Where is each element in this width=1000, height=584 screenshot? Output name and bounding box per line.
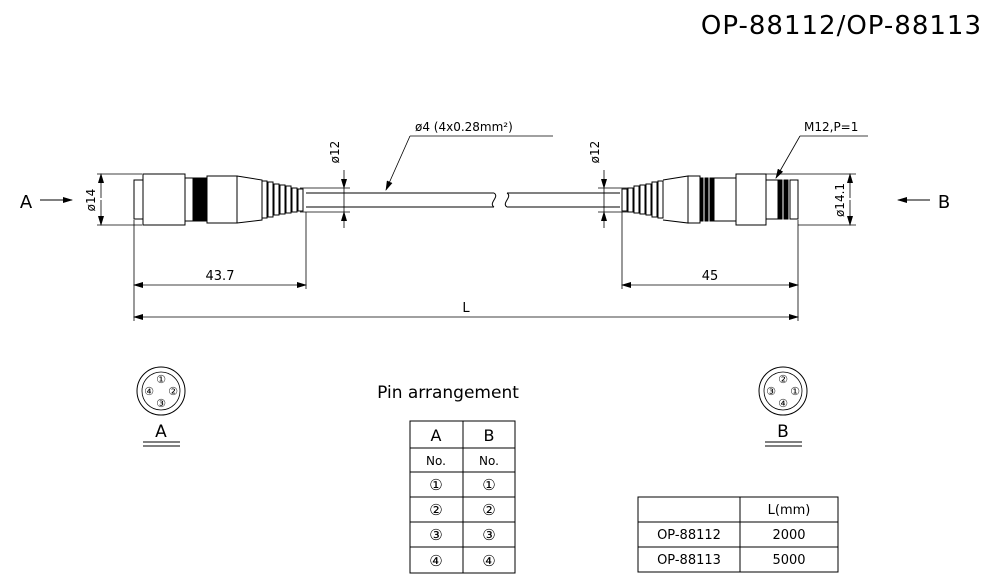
drawing-title: OP-88112/OP-88113 bbox=[701, 11, 982, 41]
dim-b-body-diameter: ø14.1 bbox=[833, 183, 847, 217]
length-table-model: OP-88112 bbox=[657, 528, 721, 543]
face-a-pin-4: ④ bbox=[144, 385, 154, 398]
end-a-label: A bbox=[20, 192, 33, 213]
face-a-label: A bbox=[155, 422, 167, 442]
dim-total-length: L bbox=[462, 301, 470, 316]
dim-a-boot-diameter: ø12 bbox=[328, 141, 342, 164]
length-table-header: L(mm) bbox=[768, 503, 811, 518]
pin-arrangement-heading: Pin arrangement bbox=[377, 383, 519, 403]
face-b-pin-2: ② bbox=[778, 373, 788, 386]
face-a-pin-2: ② bbox=[168, 385, 178, 398]
dim-a-body-diameter: ø14 bbox=[84, 189, 98, 212]
pin-table-header-a: A bbox=[431, 426, 442, 445]
face-a-pin-1: ① bbox=[156, 373, 166, 386]
pin-table-cell: ① bbox=[429, 476, 442, 494]
pin-table-cell: ③ bbox=[482, 526, 495, 544]
pin-table-header-b: B bbox=[484, 426, 495, 445]
pin-table-sub-a: No. bbox=[426, 454, 446, 468]
pin-table-cell: ② bbox=[482, 501, 495, 519]
connector-b bbox=[621, 173, 799, 226]
pin-face-a: ① ② ③ ④ bbox=[136, 366, 186, 416]
connector-a bbox=[133, 173, 304, 226]
dimension-lines bbox=[97, 135, 868, 321]
face-b-pin-3: ③ bbox=[766, 385, 776, 398]
pin-table-cell: ④ bbox=[482, 552, 495, 570]
pin-table-sub-b: No. bbox=[479, 454, 499, 468]
dim-b-boot-diameter: ø12 bbox=[588, 141, 602, 164]
pin-table-cell: ② bbox=[429, 501, 442, 519]
dim-cable: ø4 (4x0.28mm²) bbox=[415, 120, 513, 134]
face-b-pin-4: ④ bbox=[778, 397, 788, 410]
pin-table-cell: ③ bbox=[429, 526, 442, 544]
dim-length-b: 45 bbox=[702, 269, 719, 284]
dim-length-a: 43.7 bbox=[206, 269, 235, 284]
dim-thread: M12,P=1 bbox=[804, 120, 858, 134]
length-table-model: OP-88113 bbox=[657, 553, 721, 568]
face-b-label: B bbox=[777, 422, 789, 442]
pin-table bbox=[409, 420, 516, 574]
face-a-pin-3: ③ bbox=[156, 397, 166, 410]
length-table-value: 2000 bbox=[772, 528, 805, 543]
cable bbox=[306, 192, 620, 208]
length-table-value: 5000 bbox=[772, 553, 805, 568]
face-b-pin-1: ① bbox=[790, 385, 800, 398]
pin-table-cell: ① bbox=[482, 476, 495, 494]
pin-table-cell: ④ bbox=[429, 552, 442, 570]
length-table bbox=[637, 496, 839, 573]
pin-face-b: ② ① ④ ③ bbox=[758, 366, 808, 416]
end-b-label: B bbox=[938, 192, 950, 213]
